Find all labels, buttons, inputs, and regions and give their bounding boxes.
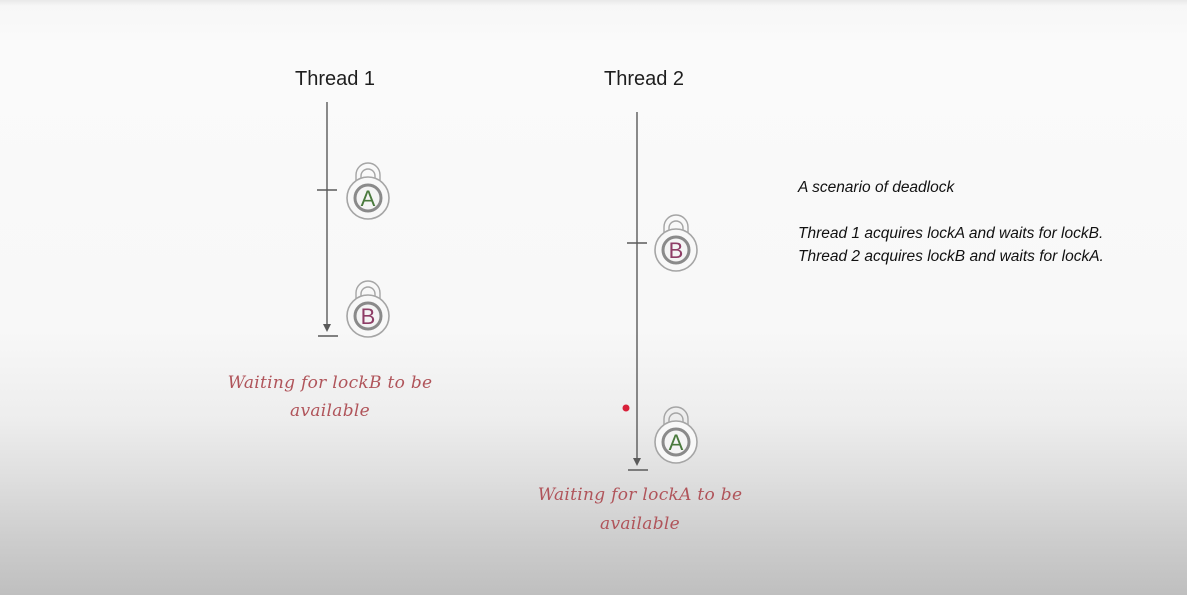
thread-1-title: Thread 1 [295,68,375,90]
lock-letter: B [669,238,684,263]
lock-letter: B [361,304,376,329]
thread-1-waiting-line-1: Waiting for lockB to be [228,373,433,393]
thread-2-column: Thread 2 B A Waiting for lockA to be ava… [538,68,743,534]
lock-b-icon: B [345,279,391,339]
pointer-dot [622,404,630,412]
thread-1-column: Thread 1 A B Waiting for lockB to be ava… [228,68,433,421]
thread-2-waiting-line-2: available [600,514,680,534]
caption-title: A scenario of deadlock [798,179,955,196]
caption-body: Thread 1 acquires lockA and waits for lo… [798,225,1104,265]
thread-2-title: Thread 2 [604,68,684,90]
lock-letter: A [669,430,684,455]
thread-2-waiting-line-1: Waiting for lockA to be [538,485,743,505]
lock-b-icon: B [653,213,699,273]
deadlock-caption: A scenario of deadlock Thread 1 acquires… [798,176,1128,291]
thread-1-waiting-line-2: available [290,401,370,421]
lock-a-icon: A [345,161,391,221]
lock-a-icon: A [653,405,699,465]
lock-letter: A [361,186,376,211]
